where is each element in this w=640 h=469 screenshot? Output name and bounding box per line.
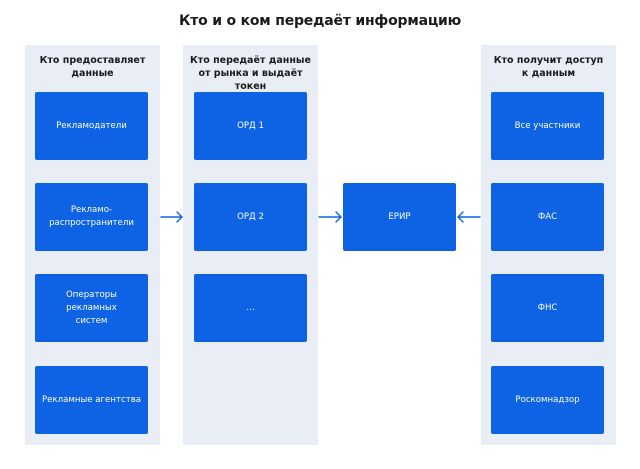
column-header-line: Кто предоставляет: [39, 55, 146, 66]
node-label: ОРД 2: [237, 211, 264, 222]
column-header: Кто передаёт данные от рынка и выдаёт то…: [183, 54, 318, 93]
node-label: Рекламодатели: [56, 120, 127, 131]
column-header: Кто предоставляет данные: [25, 54, 160, 80]
column-header-line: к данным: [521, 68, 576, 79]
node-advertisers: Рекламодатели: [35, 92, 148, 160]
node-fns: ФНС: [491, 274, 604, 342]
node-label: Все участники: [514, 120, 581, 131]
column-data-recipients: Кто получит доступ к данным Все участник…: [481, 45, 616, 445]
node-fas: ФАС: [491, 183, 604, 251]
node-label: распространители: [49, 218, 134, 228]
node-ad-agencies: Рекламные агентства: [35, 366, 148, 434]
node-roskomnadzor: Роскомнадзор: [491, 366, 604, 434]
arrow-providers-to-ord: [160, 211, 183, 223]
column-ord-operators: Кто передаёт данные от рынка и выдаёт то…: [183, 45, 318, 445]
node-ad-distributors: Рекламо- распространители: [35, 183, 148, 251]
node-label: ОРД 1: [237, 120, 264, 131]
node-label: Роскомнадзор: [515, 394, 580, 405]
node-ad-system-operators: Операторы рекламных систем: [35, 274, 148, 342]
node-label: систем: [75, 315, 108, 326]
arrow-ord-to-erir: [318, 211, 342, 223]
diagram-title: Кто и о ком передаёт информацию: [178, 13, 462, 29]
node-ord-2: ОРД 2: [194, 183, 307, 251]
column-data-providers: Кто предоставляет данные Рекламодатели Р…: [25, 45, 160, 445]
node-label: ФАС: [537, 211, 558, 222]
node-label: …: [246, 302, 255, 313]
column-header-line: от рынка и выдаёт токен: [198, 68, 303, 92]
column-header-line: данные: [71, 68, 114, 79]
node-label: ФНС: [537, 302, 558, 313]
column-header-line: Кто передаёт данные: [190, 55, 311, 66]
node-erir: ЕРИР: [343, 183, 456, 251]
node-label: ЕРИР: [388, 211, 411, 222]
node-label: Рекламные агентства: [41, 394, 142, 405]
node-ord-more: …: [194, 274, 307, 342]
node-label: Рекламо-: [70, 205, 113, 215]
column-header: Кто получит доступ к данным: [481, 54, 616, 80]
node-label: Операторы рекламных: [66, 289, 117, 313]
arrow-recipients-to-erir: [457, 211, 481, 223]
column-header-line: Кто получит доступ: [493, 55, 604, 66]
node-ord-1: ОРД 1: [194, 92, 307, 160]
node-all-participants: Все участники: [491, 92, 604, 160]
